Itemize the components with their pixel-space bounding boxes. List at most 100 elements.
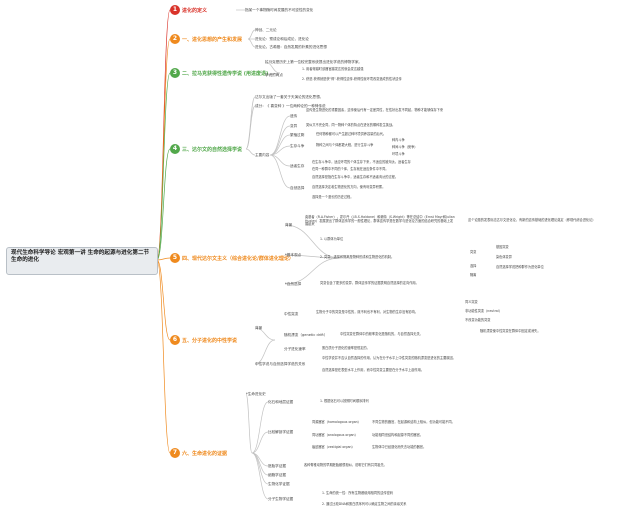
b3-node-4: 2. 获进-获得就是获"得"-获得性遗传-获得性就环境改变造成的性状遗传 — [302, 77, 402, 81]
connector-spine-9 — [245, 148, 256, 156]
branch-5-badge[interactable]: 5 — [170, 253, 180, 263]
connector-root-branch-3 — [156, 72, 171, 261]
b5-mutation: 突变 — [470, 250, 477, 254]
connector-spine-15 — [269, 154, 291, 189]
connector-root-branch-6 — [156, 259, 171, 341]
b7-homologous: 同源器官（homologous organ） — [312, 420, 361, 424]
b4-overproduction-desc: 任何物种都可以产生超过种环境供养容量的后代。 — [316, 132, 387, 136]
b5-view-1: 1. 以群体为单位 — [320, 237, 344, 241]
branch-7-badge[interactable]: 7 — [170, 448, 180, 458]
b7-embryology: 胚胎学证据 — [268, 464, 286, 468]
b4-variation: 变异 — [290, 124, 298, 128]
b4-survival: 适者生存 — [290, 164, 305, 168]
b6-relation-desc-2: 自然选择是在表型水平上作用，而中性突变主要是在分子水平上起作用。 — [322, 368, 424, 372]
branch-5-label[interactable]: 四、现代达尔文主义（综合进化论/群体进化理论） — [182, 256, 294, 262]
b5-natural-selection: *自然选择 — [285, 282, 302, 286]
connector-spine-5 — [264, 61, 281, 74]
branch-3-label[interactable]: 二、拉马克获得性遗传学说 (用进废退) — [182, 71, 269, 77]
root-topic-label: 现代生命科学导论 宏观第一讲 生命的起源与进化第二节 生命的进化 — [11, 250, 150, 263]
b4-overproduction: 繁殖过剩 — [290, 133, 305, 137]
connector-spine-7 — [245, 96, 256, 150]
b4-struggle-desc: 物种之间与个体都更大程，进行生存斗争 — [316, 143, 374, 147]
branch-2-label[interactable]: 一、进化思想的产生和发展 — [182, 37, 243, 43]
b6-drift-desc-2: 随机漂变使中性突变在群体中固定或消失。 — [480, 329, 541, 333]
b6-rate: 分子进化速率 — [284, 347, 306, 351]
b4-heredity: 遗传 — [290, 114, 298, 118]
branch-6-label[interactable]: 五、分子进化的中性学说 — [182, 338, 238, 344]
b6-drift-desc-1: 中性突变在群体中的频率变化是随机的，与自然选择无关。 — [340, 332, 423, 336]
branch-7-label[interactable]: 六、生命进化的证据 — [182, 451, 228, 457]
b2-node-1: 神创、二元论 — [255, 28, 277, 32]
b4-node-2: 成分：《 喜变种 》一位两种论的一种神传说 — [255, 104, 326, 108]
branch-4-badge[interactable]: 4 — [170, 144, 180, 154]
b7-anatomy: 比较解剖学证据 — [268, 430, 294, 434]
connector-spine-16 — [284, 224, 341, 259]
branch-1-label[interactable]: 进化的定义 — [182, 8, 208, 14]
b5-isolation: 隔离 — [470, 273, 477, 277]
b2-node-2: 进化论：预成论和后成论，进化论 — [255, 37, 309, 41]
b5-gene-mutation: 基因突变 — [496, 245, 509, 249]
b4-variation-desc: 类似又不完全同，同一物种个体的特点在进化的哪种发生挑战。 — [306, 123, 396, 127]
branch-6-badge[interactable]: 6 — [170, 335, 180, 345]
b7-fossil: 化石和地层证据 — [268, 400, 294, 404]
branch-3-badge[interactable]: 3 — [170, 68, 180, 78]
b3-node-3: 1. 用者得越时该器官越发达的就会发达越强 — [302, 67, 364, 71]
connector-root-branch-5 — [156, 257, 171, 261]
connector-root-branch-2 — [156, 38, 171, 261]
connector-root-branch-7 — [156, 259, 171, 454]
b7-molecular: 分子生物学证据 — [268, 497, 294, 501]
connector-spine-17 — [284, 254, 341, 259]
b5-natural-selection-desc: 突变包含了更多的变异，群体遗传学的证据表明自然选择的定向作用。 — [320, 281, 419, 285]
b3-node-1: 拉马克是历史上第一位较完整系统提出进化学说的博物学家。 — [265, 60, 363, 64]
b6-neutral-mutation: 中性突变 — [284, 312, 299, 316]
b6-genetic-drift: 随机漂变（genetic drift） — [284, 333, 328, 337]
connector-spine-4 — [247, 38, 256, 48]
b4-main-content: 主要内容 — [255, 153, 270, 157]
b4-selection-desc-3: 选择是一个漫长的历史过程。 — [312, 195, 354, 199]
b7-vestigial: 痕迹器官（vestigial organ） — [312, 445, 355, 449]
connector-spine-26 — [251, 452, 269, 485]
b2-node-3: 进化论。古希腊：自然发展的朴素的进化思想 — [255, 45, 327, 49]
b4-struggle-2: 种间斗争（竞争） — [392, 145, 418, 149]
b4-survival-desc-2: 在同一种群中不同的个体，生存就在适应条件中不同。 — [312, 167, 389, 171]
connector-spine-12 — [269, 134, 291, 156]
b7-embryology-desc: 各种脊椎动物的早期胚胎都很相似，说明它们有共同祖先。 — [304, 463, 387, 467]
b5-selection: 选择 — [470, 264, 477, 268]
b5-chromosome-variation: 染色体变异 — [496, 255, 512, 259]
b7-molecular-2: 2. 通过比较DNA和蛋白质序列可以确定生物之间的亲缘关系 — [322, 502, 407, 506]
connector-spine-23 — [251, 431, 269, 454]
b5-background: 背景 — [285, 223, 293, 227]
b1-definition: 指某一个事物随时间发展的不可逆性的变化 — [245, 8, 314, 12]
connector-spine-18 — [284, 257, 341, 285]
b7-analogous: 同功器官（analogous organ） — [312, 433, 358, 437]
b5-background-result: 这个论题的发表标志达尔文进化论，有新的遗传基础的进化理论奠定（即现代综合进化论） — [468, 218, 596, 222]
connector-spine-25 — [251, 452, 269, 476]
b6-synonymous: 同义突变 — [465, 300, 478, 304]
b4-struggle: 生存斗争 — [290, 144, 305, 148]
b6-rate-desc: 蛋白质分子进化的速率是恒定的。 — [322, 346, 370, 350]
connector-spine-14 — [269, 154, 291, 167]
b5-background-desc: 奠基者（R.A.Fisher），霍尔丹（J.B.S.Haldane）和赖特（S.… — [305, 215, 455, 227]
b6-nonchanging: 不改变功能的突变 — [465, 318, 491, 322]
connector-spine-22 — [251, 401, 269, 454]
b4-survival-desc-1: 在生存斗争中，适应环境的个体生存下来，不适应的被淘汰。适者生存 — [312, 160, 411, 164]
root-topic[interactable]: 现代生命科学导论 宏观第一讲 生命的起源与进化第二节 生命的进化 — [6, 247, 158, 275]
b4-struggle-1: 种内斗争 — [392, 138, 405, 142]
branch-1-badge[interactable]: 1 — [170, 5, 180, 15]
b4-struggle-3: 环境斗争 — [392, 152, 405, 156]
connector-spine-13 — [269, 145, 291, 156]
b6-relation: 中性学说与自然选择学说的关系 — [255, 362, 306, 366]
b6-neutral-desc: 生物分子中的突变是中性的，既不利也不有利，对生物的生存没有影响。 — [316, 310, 418, 314]
b7-history: *生命进化史 — [246, 392, 266, 396]
b5-population-unit: 自然选择学说把种群作为进化单位 — [496, 265, 544, 269]
connector-spine-10 — [269, 115, 291, 156]
branch-4-label[interactable]: 三、达尔文的自然选择学说 — [182, 147, 243, 153]
b4-natural-selection: 自然选择 — [290, 186, 305, 190]
branch-2-badge[interactable]: 2 — [170, 34, 180, 44]
connector-spine-2 — [247, 29, 256, 40]
b4-selection-desc-2: 自然选择决定着生物进化的方向，使有利变异积累。 — [312, 185, 386, 189]
connector-spine-11 — [269, 125, 291, 156]
connector-spine-27 — [251, 452, 269, 500]
b7-biochemistry: 生物化学证据 — [268, 482, 290, 486]
